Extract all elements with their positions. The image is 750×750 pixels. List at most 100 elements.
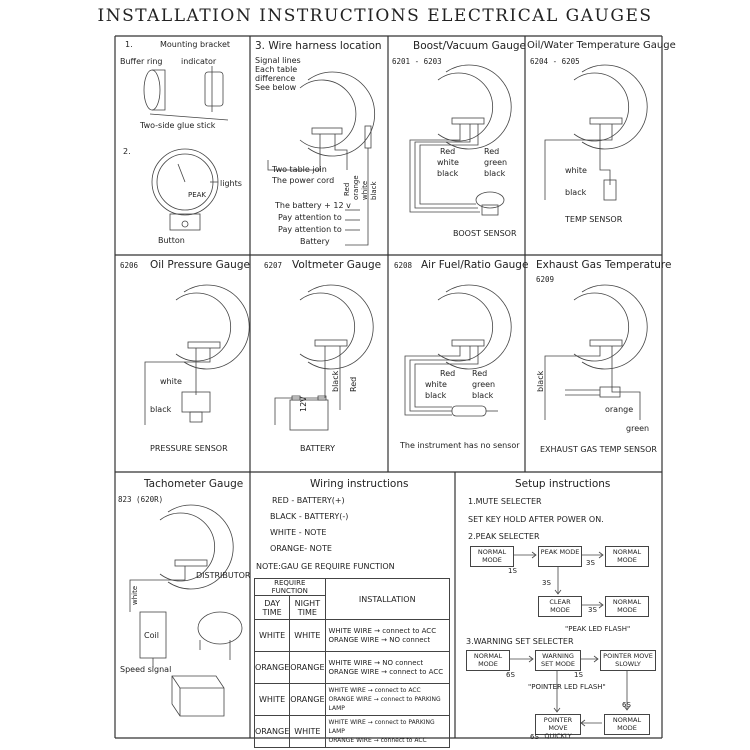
row3-line1: WHITE WIRE → connect to ACC bbox=[328, 687, 421, 694]
pressure-black-label: black bbox=[150, 405, 172, 414]
egt-black-label: black bbox=[536, 370, 545, 392]
timer-1s-warning: 1S bbox=[574, 671, 583, 679]
table-row: WHITE ORANGE WHITE WIRE → connect to ACC… bbox=[253, 683, 450, 716]
boost-wire-right-2: green bbox=[484, 158, 508, 167]
timer-6s-bottom: 6S bbox=[530, 733, 539, 741]
step2-number: 2. bbox=[123, 147, 131, 156]
wiring-line-black: BLACK - BATTERY(-) bbox=[270, 512, 349, 521]
peak-label: PEAK bbox=[188, 191, 207, 199]
row3-day: WHITE bbox=[253, 683, 291, 716]
boost-model-number: 6201 - 6203 bbox=[392, 57, 442, 66]
voltmeter-black-label: black bbox=[331, 370, 340, 392]
boost-sensor-label: BOOST SENSOR bbox=[453, 229, 517, 238]
gauge-mounting-illustration bbox=[143, 66, 229, 231]
normal-mode-box-1: NORMAL MODE bbox=[470, 546, 514, 567]
wiring-title: Wiring instructions bbox=[310, 478, 409, 490]
table-row: ORANGE WHITE WHITE WIRE → connect to PAR… bbox=[253, 715, 450, 748]
wire-white-vertical: white bbox=[361, 180, 369, 200]
pressure-gauge-illustration bbox=[144, 284, 250, 425]
air-fuel-wire-right-2: green bbox=[472, 380, 496, 389]
timer-3s-normal: 3S bbox=[588, 606, 597, 614]
temp-gauge-title: Oil/Water Temperature Gauge bbox=[527, 40, 676, 51]
egt-sensor-label: EXHAUST GAS TEMP SENSOR bbox=[540, 445, 657, 454]
lights-label: lights bbox=[220, 179, 242, 188]
wire-red-vertical: Red bbox=[343, 182, 351, 196]
temp-sensor-label: TEMP SENSOR bbox=[565, 215, 623, 224]
join-label-2: The power cord bbox=[272, 176, 335, 185]
tachometer-title: Tachometer Gauge bbox=[144, 478, 244, 490]
tachometer-model-number: 823 (620R) bbox=[118, 495, 164, 504]
air-fuel-wire-right-1: Red bbox=[472, 369, 488, 378]
row3-night: ORANGE bbox=[289, 683, 326, 716]
night-time-header: NIGHT TIME bbox=[289, 595, 326, 620]
wiring-note: NOTE:GAU GE REQUIRE FUNCTION bbox=[256, 562, 395, 571]
pressure-sensor-label: PRESSURE SENSOR bbox=[150, 444, 228, 453]
button-label: Button bbox=[158, 236, 185, 245]
normal-mode-box-2: NORMAL MODE bbox=[605, 546, 649, 567]
voltmeter-gauge-title: Voltmeter Gauge bbox=[292, 259, 382, 271]
normal-mode-box-5: NORMAL MODE bbox=[604, 714, 650, 735]
timer-6s-warning: 6S bbox=[506, 671, 515, 679]
air-fuel-wire-right-3: black bbox=[472, 391, 494, 400]
row2-line2: ORANGE WIRE → connect to ACC bbox=[328, 667, 444, 676]
temp-model-number: 6204 - 6205 bbox=[530, 57, 580, 66]
row4-night: WHITE bbox=[289, 715, 326, 748]
voltmeter-illustration bbox=[274, 284, 374, 431]
boost-gauge-illustration bbox=[409, 64, 512, 216]
wire-harness-title: 3. Wire harness location bbox=[255, 40, 382, 52]
boost-wire-left-1: Red bbox=[440, 147, 456, 156]
step1-number: 1. bbox=[125, 40, 133, 49]
signal-lines-1: Signal lines bbox=[255, 56, 301, 65]
egt-green-label: green bbox=[626, 424, 650, 433]
signal-lines-4: See below bbox=[255, 83, 297, 92]
row1-night: WHITE bbox=[289, 619, 326, 652]
boost-wire-right-1: Red bbox=[484, 147, 500, 156]
row1-day: WHITE bbox=[253, 619, 291, 652]
egt-model-number: 6209 bbox=[536, 275, 555, 284]
signal-lines-3: difference bbox=[255, 74, 296, 83]
wire-harness-illustration bbox=[267, 71, 375, 246]
battery-note-3: Pay attention to bbox=[278, 225, 342, 234]
join-label-1: Two table join bbox=[272, 165, 327, 174]
row4-day: ORANGE bbox=[253, 715, 291, 748]
pointer-slowly-box: POINTER MOVE SLOWLY bbox=[600, 650, 656, 671]
timer-1s-peak: 1S bbox=[508, 567, 517, 575]
speed-signal-label: Speed signal bbox=[120, 665, 172, 674]
egt-gauge-illustration bbox=[544, 284, 648, 420]
air-fuel-gauge-title: Air Fuel/Ratio Gauge bbox=[421, 259, 529, 271]
row4-line2: ORANGE WIRE → connect to ACC bbox=[328, 737, 427, 744]
warning-set-mode-box: WARNING SET MODE bbox=[535, 650, 581, 671]
timer-3s-peak: 3S bbox=[586, 559, 595, 567]
normal-mode-box-3: NORMAL MODE bbox=[605, 596, 649, 617]
distributor-label: DISTRIBUTOR bbox=[196, 571, 251, 580]
mute-description: SET KEY HOLD AFTER POWER ON. bbox=[468, 515, 604, 524]
air-fuel-model-number: 6208 bbox=[394, 261, 413, 270]
air-fuel-gauge-illustration bbox=[404, 284, 512, 417]
pressure-model-number: 6206 bbox=[120, 261, 139, 270]
egt-orange-label: orange bbox=[605, 405, 634, 414]
peak-selecter: 2.PEAK SELECTER bbox=[468, 532, 540, 541]
row1-line2: ORANGE WIRE → NO connect bbox=[328, 635, 431, 644]
boost-wire-left-2: white bbox=[437, 158, 459, 167]
indicator-label: indicator bbox=[181, 57, 217, 66]
battery-note-4: Battery bbox=[300, 237, 330, 246]
wire-orange-vertical: orange bbox=[352, 175, 360, 200]
peak-mode-box: PEAK MODE bbox=[538, 546, 582, 567]
boost-wire-right-3: black bbox=[484, 169, 506, 178]
mute-selecter: 1.MUTE SELECTER bbox=[468, 497, 542, 506]
pressure-gauge-title: Oil Pressure Gauge bbox=[150, 259, 250, 271]
air-fuel-wire-left-1: Red bbox=[440, 369, 456, 378]
mounting-bracket-label: Mounting bracket bbox=[160, 40, 231, 49]
page-title: INSTALLATION INSTRUCTIONS ELECTRICAL GAU… bbox=[97, 6, 653, 26]
battery-note-2: Pay attention to bbox=[278, 213, 342, 222]
temp-gauge-illustration bbox=[544, 64, 648, 201]
temp-black-label: black bbox=[565, 188, 587, 197]
temp-white-label: white bbox=[565, 166, 587, 175]
air-fuel-wire-left-3: black bbox=[425, 391, 447, 400]
